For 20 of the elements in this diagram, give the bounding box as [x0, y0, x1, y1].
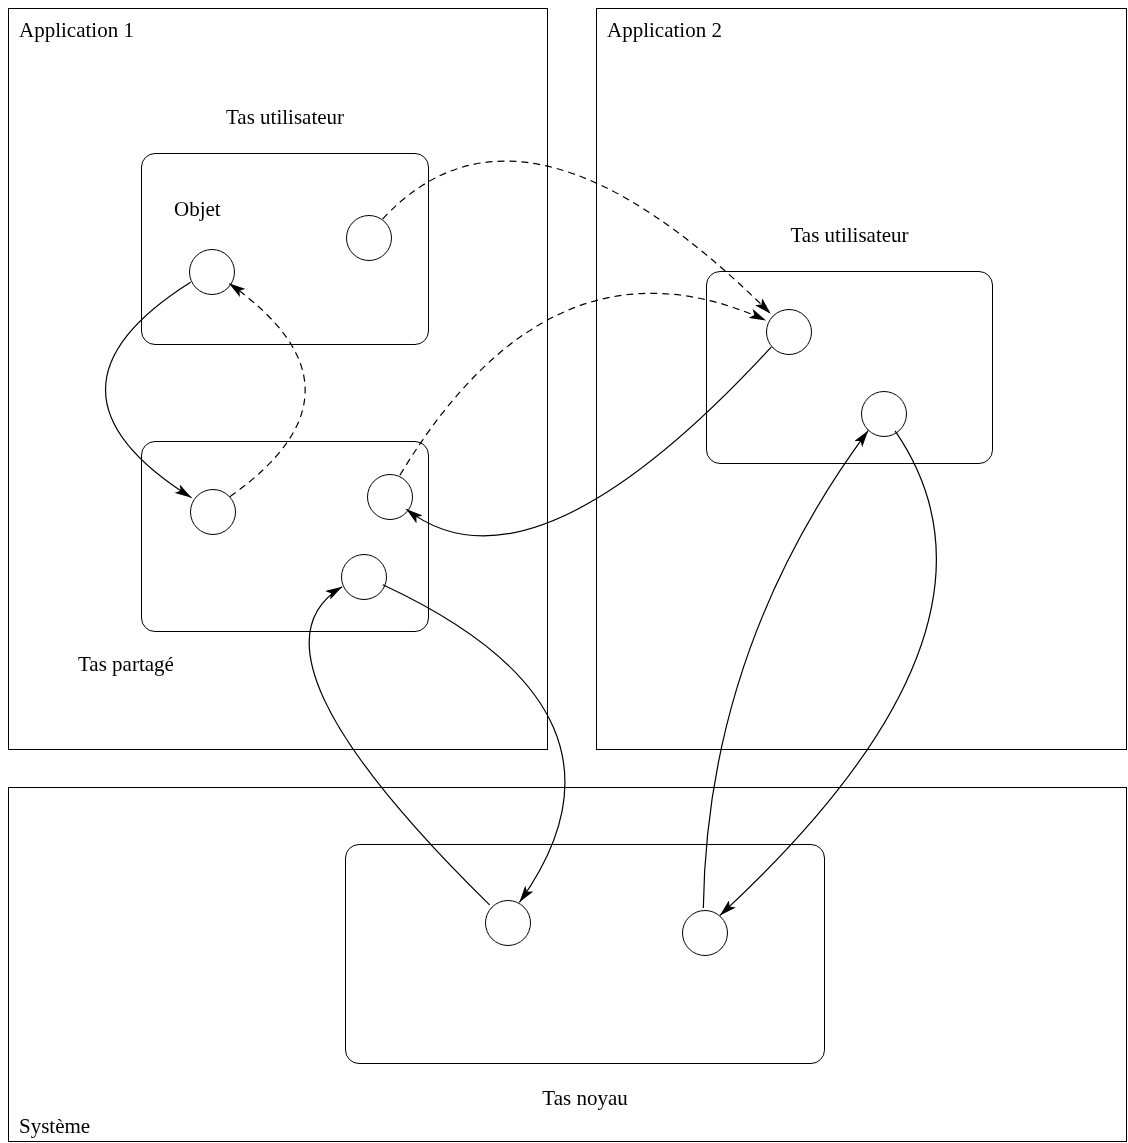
- box-heading: Application 2: [607, 17, 722, 43]
- object-label: Objet: [174, 196, 221, 222]
- arrow: [719, 430, 937, 916]
- arrow: [382, 584, 566, 903]
- arrow: [309, 586, 491, 906]
- box-heading: Tas utilisateur: [789, 222, 910, 248]
- arrow: [382, 161, 772, 315]
- arrow: [702, 429, 869, 909]
- box-heading: Système: [19, 1113, 91, 1139]
- arrow: [399, 293, 767, 476]
- region-box: [596, 8, 1127, 750]
- region-box: [8, 787, 1127, 1142]
- arrow: [228, 282, 306, 498]
- box-heading: Application 1: [19, 17, 134, 43]
- arrow: [405, 346, 772, 537]
- arrow: [104, 281, 193, 499]
- box-heading: Tas partagé: [78, 651, 174, 677]
- box-heading: Tas noyau: [541, 1085, 629, 1111]
- box-heading: Tas utilisateur: [224, 104, 346, 130]
- region-box: [8, 8, 548, 750]
